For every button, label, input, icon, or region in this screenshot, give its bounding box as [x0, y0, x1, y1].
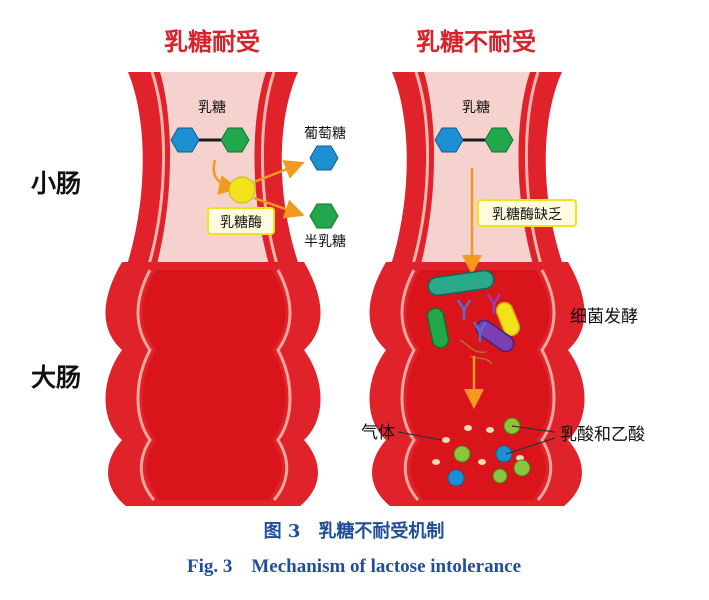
lactase-deficiency-box [477, 199, 577, 227]
left-lactose-label: 乳糖 [198, 100, 226, 116]
lactase-enzyme [228, 176, 256, 204]
lactase-deficiency-label: 乳糖酶缺乏 [492, 207, 562, 223]
glucose-label: 葡萄糖 [304, 126, 346, 142]
right-lactose-glucose-hexagon [434, 127, 464, 153]
lactase-label-box [207, 207, 275, 235]
bacteria-cluster [426, 269, 521, 365]
right-lactose-label: 乳糖 [462, 100, 490, 116]
galactose-label: 半乳糖 [304, 234, 346, 250]
left-large-intestine-lumen [142, 270, 286, 500]
right-intestine: 乳糖 乳糖酶缺乏 细菌发酵 [361, 71, 645, 506]
gas-label: 气体 [361, 423, 395, 443]
lactase-label: 乳糖酶 [220, 215, 262, 231]
title-tolerance: 乳糖耐受 [164, 28, 260, 56]
left-intestine: 乳糖 乳糖酶 葡萄糖 半乳糖 [105, 71, 346, 506]
acid-particles [447, 417, 531, 487]
glucose-hexagon [309, 145, 339, 171]
title-intolerance: 乳糖不耐受 [416, 28, 536, 56]
left-lactose-galactose-hexagon [220, 127, 250, 153]
row-label-large-intestine: 大肠 [31, 363, 81, 392]
caption-english: Fig. 3 Mechanism of lactose intolerance [187, 556, 521, 577]
bacterial-fermentation-label: 细菌发酵 [570, 307, 638, 327]
right-lactose-galactose-hexagon [484, 127, 514, 153]
acids-label: 乳酸和乙酸 [560, 425, 645, 445]
galactose-hexagon [309, 203, 339, 229]
left-lactose-glucose-hexagon [170, 127, 200, 153]
caption-chinese: 图 3 乳糖不耐受机制 [264, 520, 445, 542]
row-label-small-intestine: 小肠 [31, 169, 81, 198]
